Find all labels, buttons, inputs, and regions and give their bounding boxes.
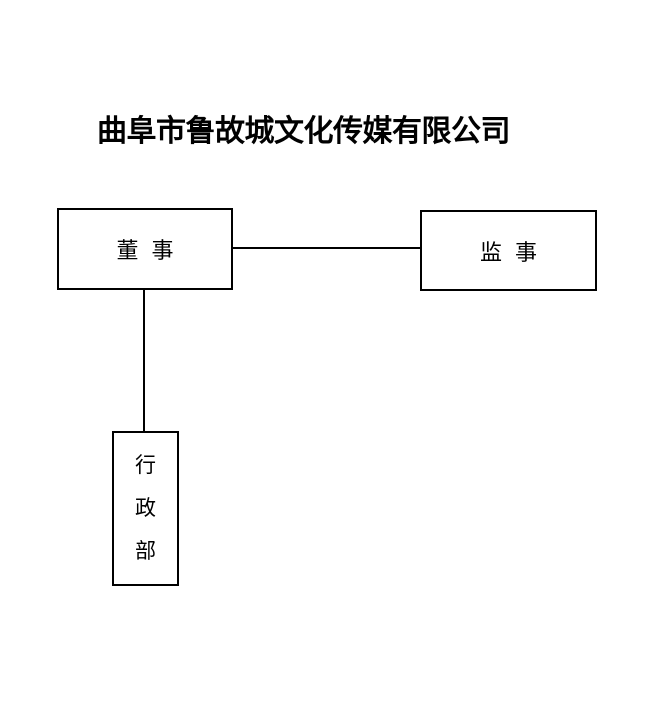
node-admin-dept-char-2: 政	[135, 496, 156, 520]
node-supervisor-label: 监事	[479, 239, 550, 265]
node-admin-dept: 行 政 部	[112, 431, 179, 586]
node-director-label: 董事	[116, 238, 187, 263]
connector-director-supervisor	[233, 247, 420, 249]
node-admin-dept-char-3: 部	[135, 539, 156, 563]
connector-director-admin-dept	[143, 290, 145, 431]
node-supervisor: 监事	[420, 210, 597, 291]
node-director: 董事	[57, 208, 233, 290]
company-title: 曲阜市鲁故城文化传媒有限公司	[97, 115, 511, 149]
node-admin-dept-char-1: 行	[135, 453, 156, 477]
